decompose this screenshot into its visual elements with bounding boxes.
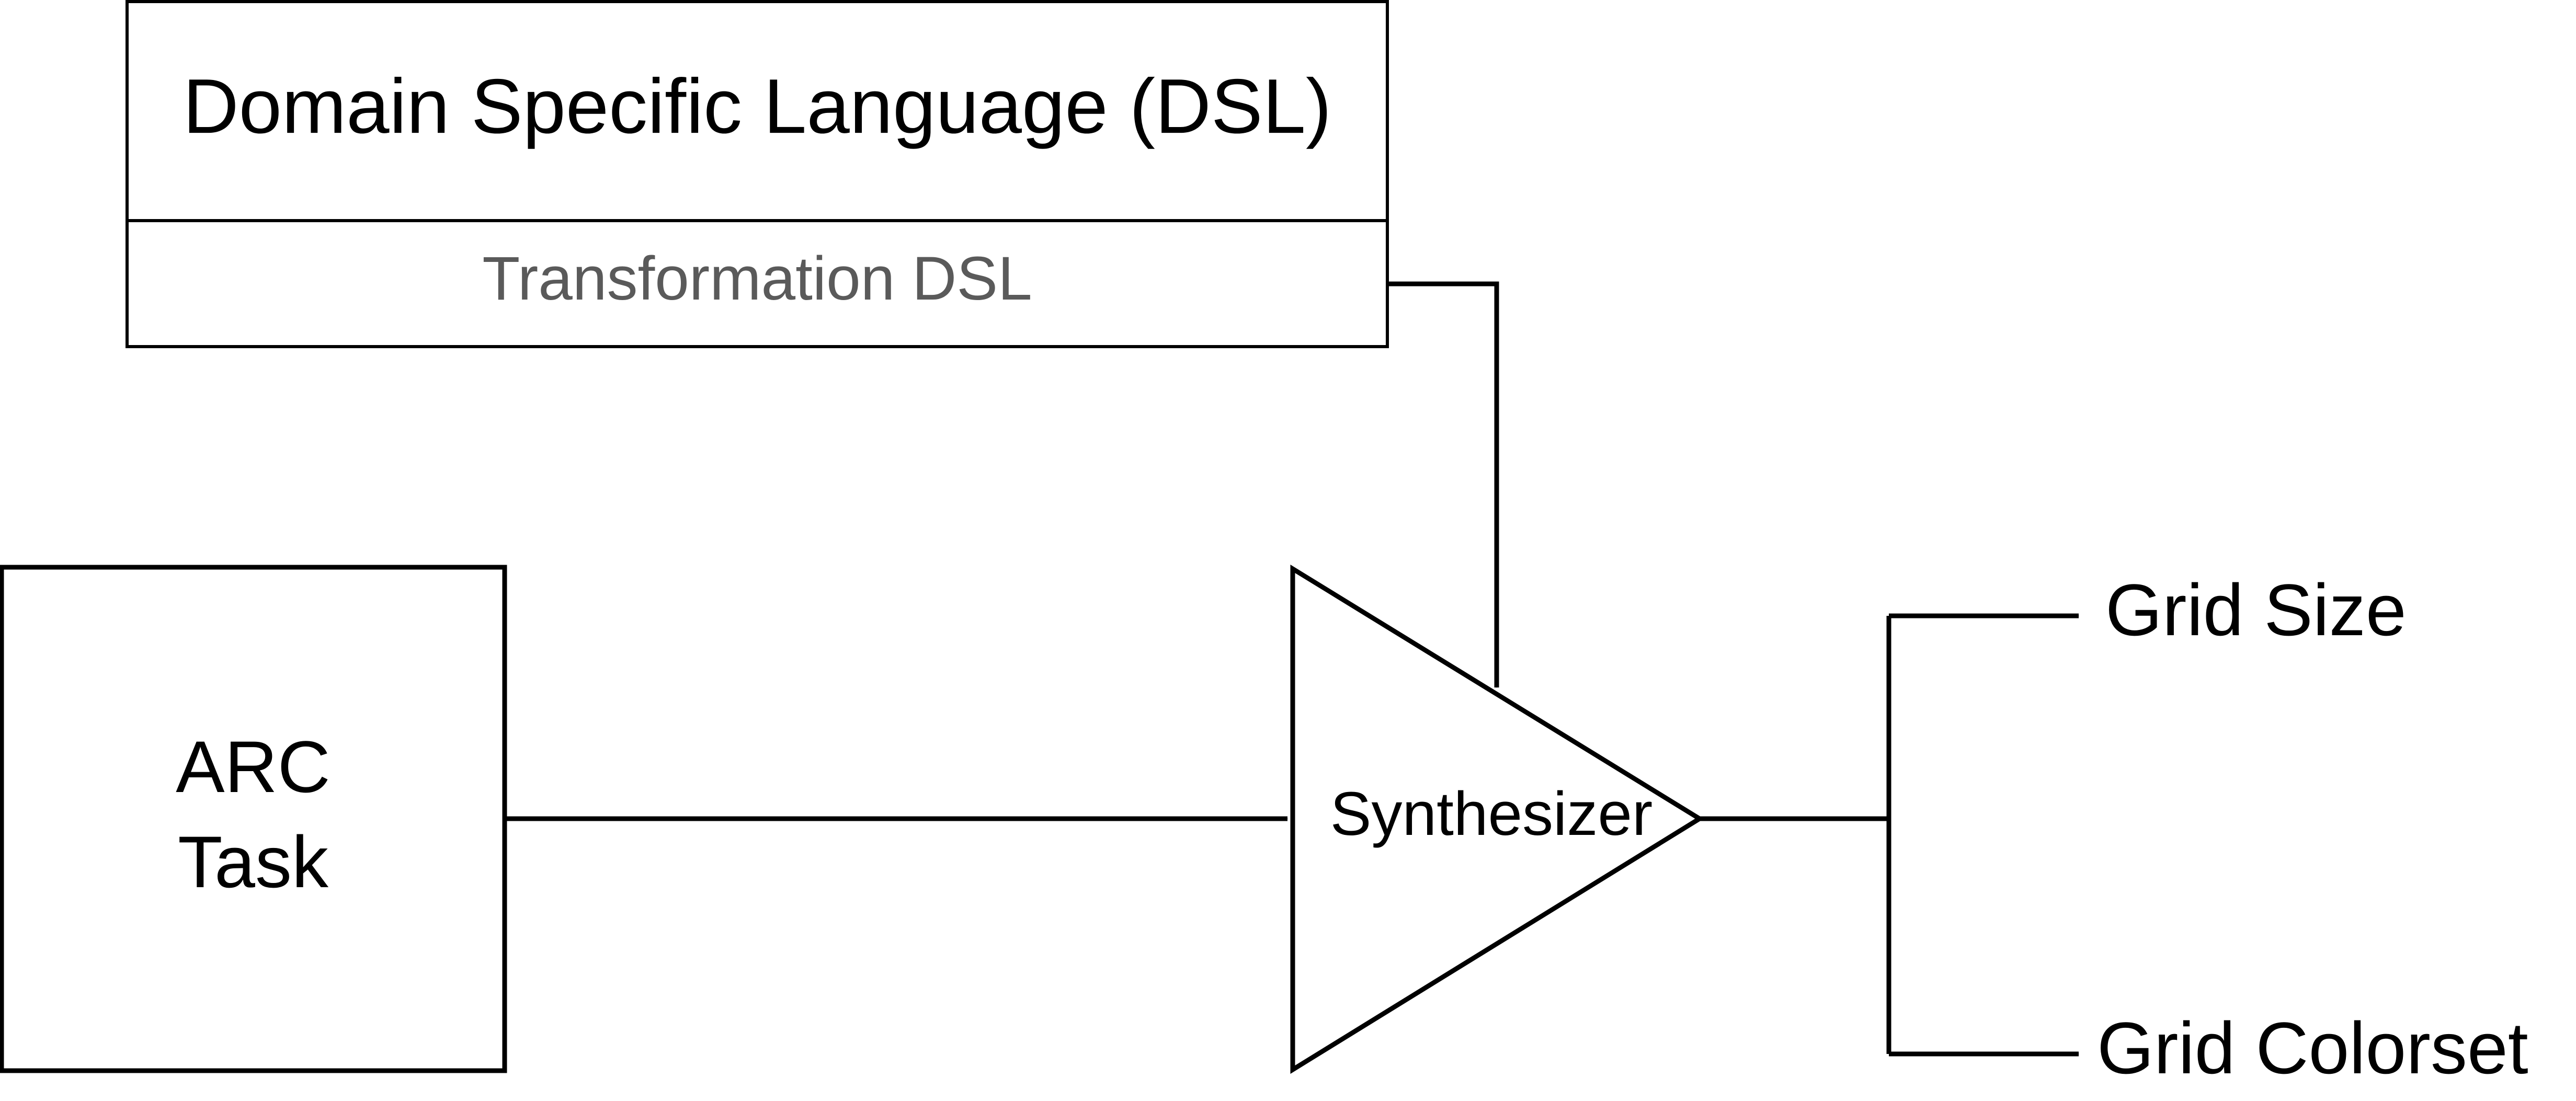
dsl-to-synthesizer-arrow [1387, 281, 1499, 688]
grid-size-label: Grid Size [2105, 569, 2407, 651]
arc-task-label-line2: Task [178, 821, 329, 903]
dsl-box-subtitle: Transformation DSL [482, 244, 1032, 313]
arc-task-label-line1: ARC [176, 726, 330, 808]
synthesizer-label: Synthesizer [1330, 779, 1653, 848]
arc-task-box: ARC Task [0, 565, 507, 1073]
dsl-box-frame [126, 0, 1389, 348]
grid-colorset-label: Grid Colorset [2097, 1007, 2528, 1089]
synthesizer: Synthesizer [1290, 564, 1704, 1074]
arc-task-frame [0, 565, 507, 1073]
synthesizer-triangle [1290, 564, 1704, 1074]
dsl-box-title: Domain Specific Language (DSL) [183, 63, 1332, 150]
dsl-box: Domain Specific Language (DSL) Transform… [126, 0, 1389, 348]
